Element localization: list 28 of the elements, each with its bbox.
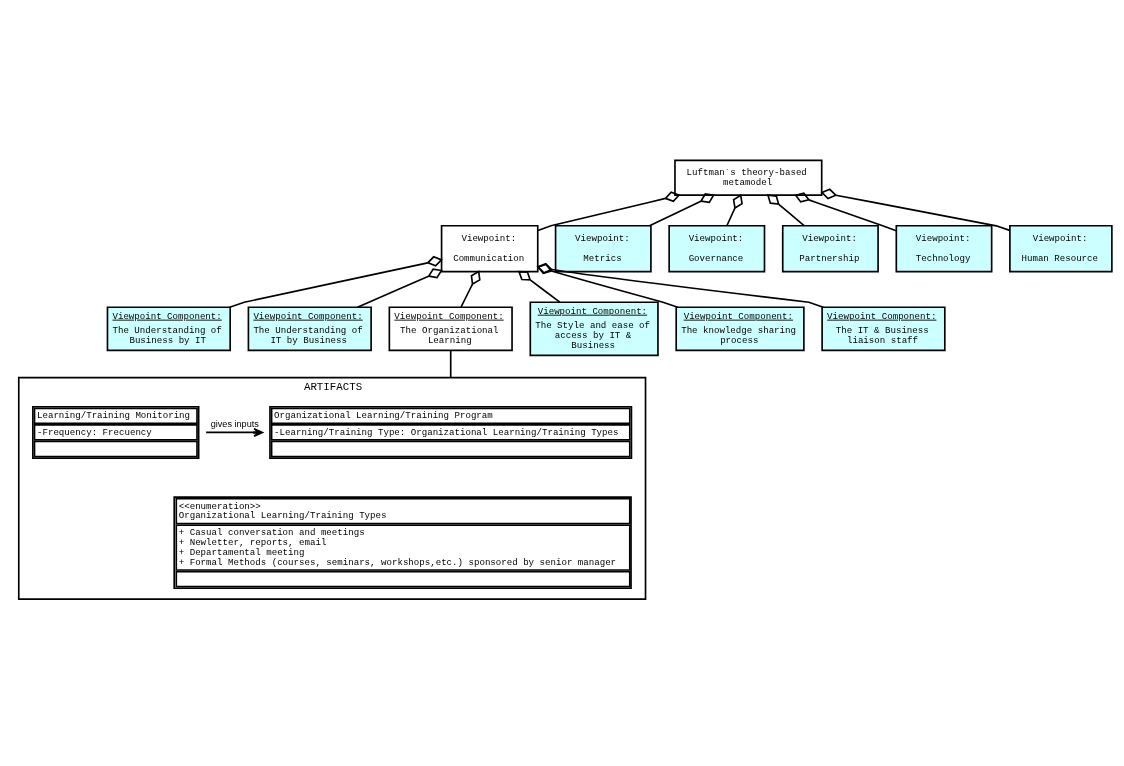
node-box: Viewpoint Component: The IT & Business liaison staff [821,306,946,352]
node-box: Viewpoint: Metrics [554,224,652,273]
connector [460,270,481,308]
node-box: Viewpoint Component: The Understanding of IT by Business [247,306,372,352]
node-box: Viewpoint: Governance [668,224,766,273]
node-box: Luftman´s theory-based metamodel [674,159,823,196]
connector [536,262,825,309]
connector [726,193,743,227]
edge-label: gives inputs [210,419,259,430]
node-box: Viewpoint Component: The Organizational Learning [388,306,513,352]
node-box: Viewpoint Component: The Understanding of Business by IT [106,306,231,352]
connector [820,188,1011,232]
node-box: Viewpoint Component: The knowledge sharing process [675,306,805,352]
connector [537,191,681,232]
connector [536,263,679,309]
node-box: Viewpoint: Partnership [781,224,879,273]
node-box: Viewpoint Component: The Style and ease of access by IT & Business [529,301,659,357]
connector [449,349,452,379]
connector [517,270,561,303]
connector [228,255,443,309]
connector [356,268,443,308]
connector [766,194,805,227]
node-box: Viewpoint: Communication [440,224,539,273]
arrow [205,427,264,437]
node-box: Viewpoint: Technology [895,224,993,273]
connector [648,193,715,227]
node-box: Viewpoint: Human Resource [1009,224,1113,273]
connector [794,192,898,232]
